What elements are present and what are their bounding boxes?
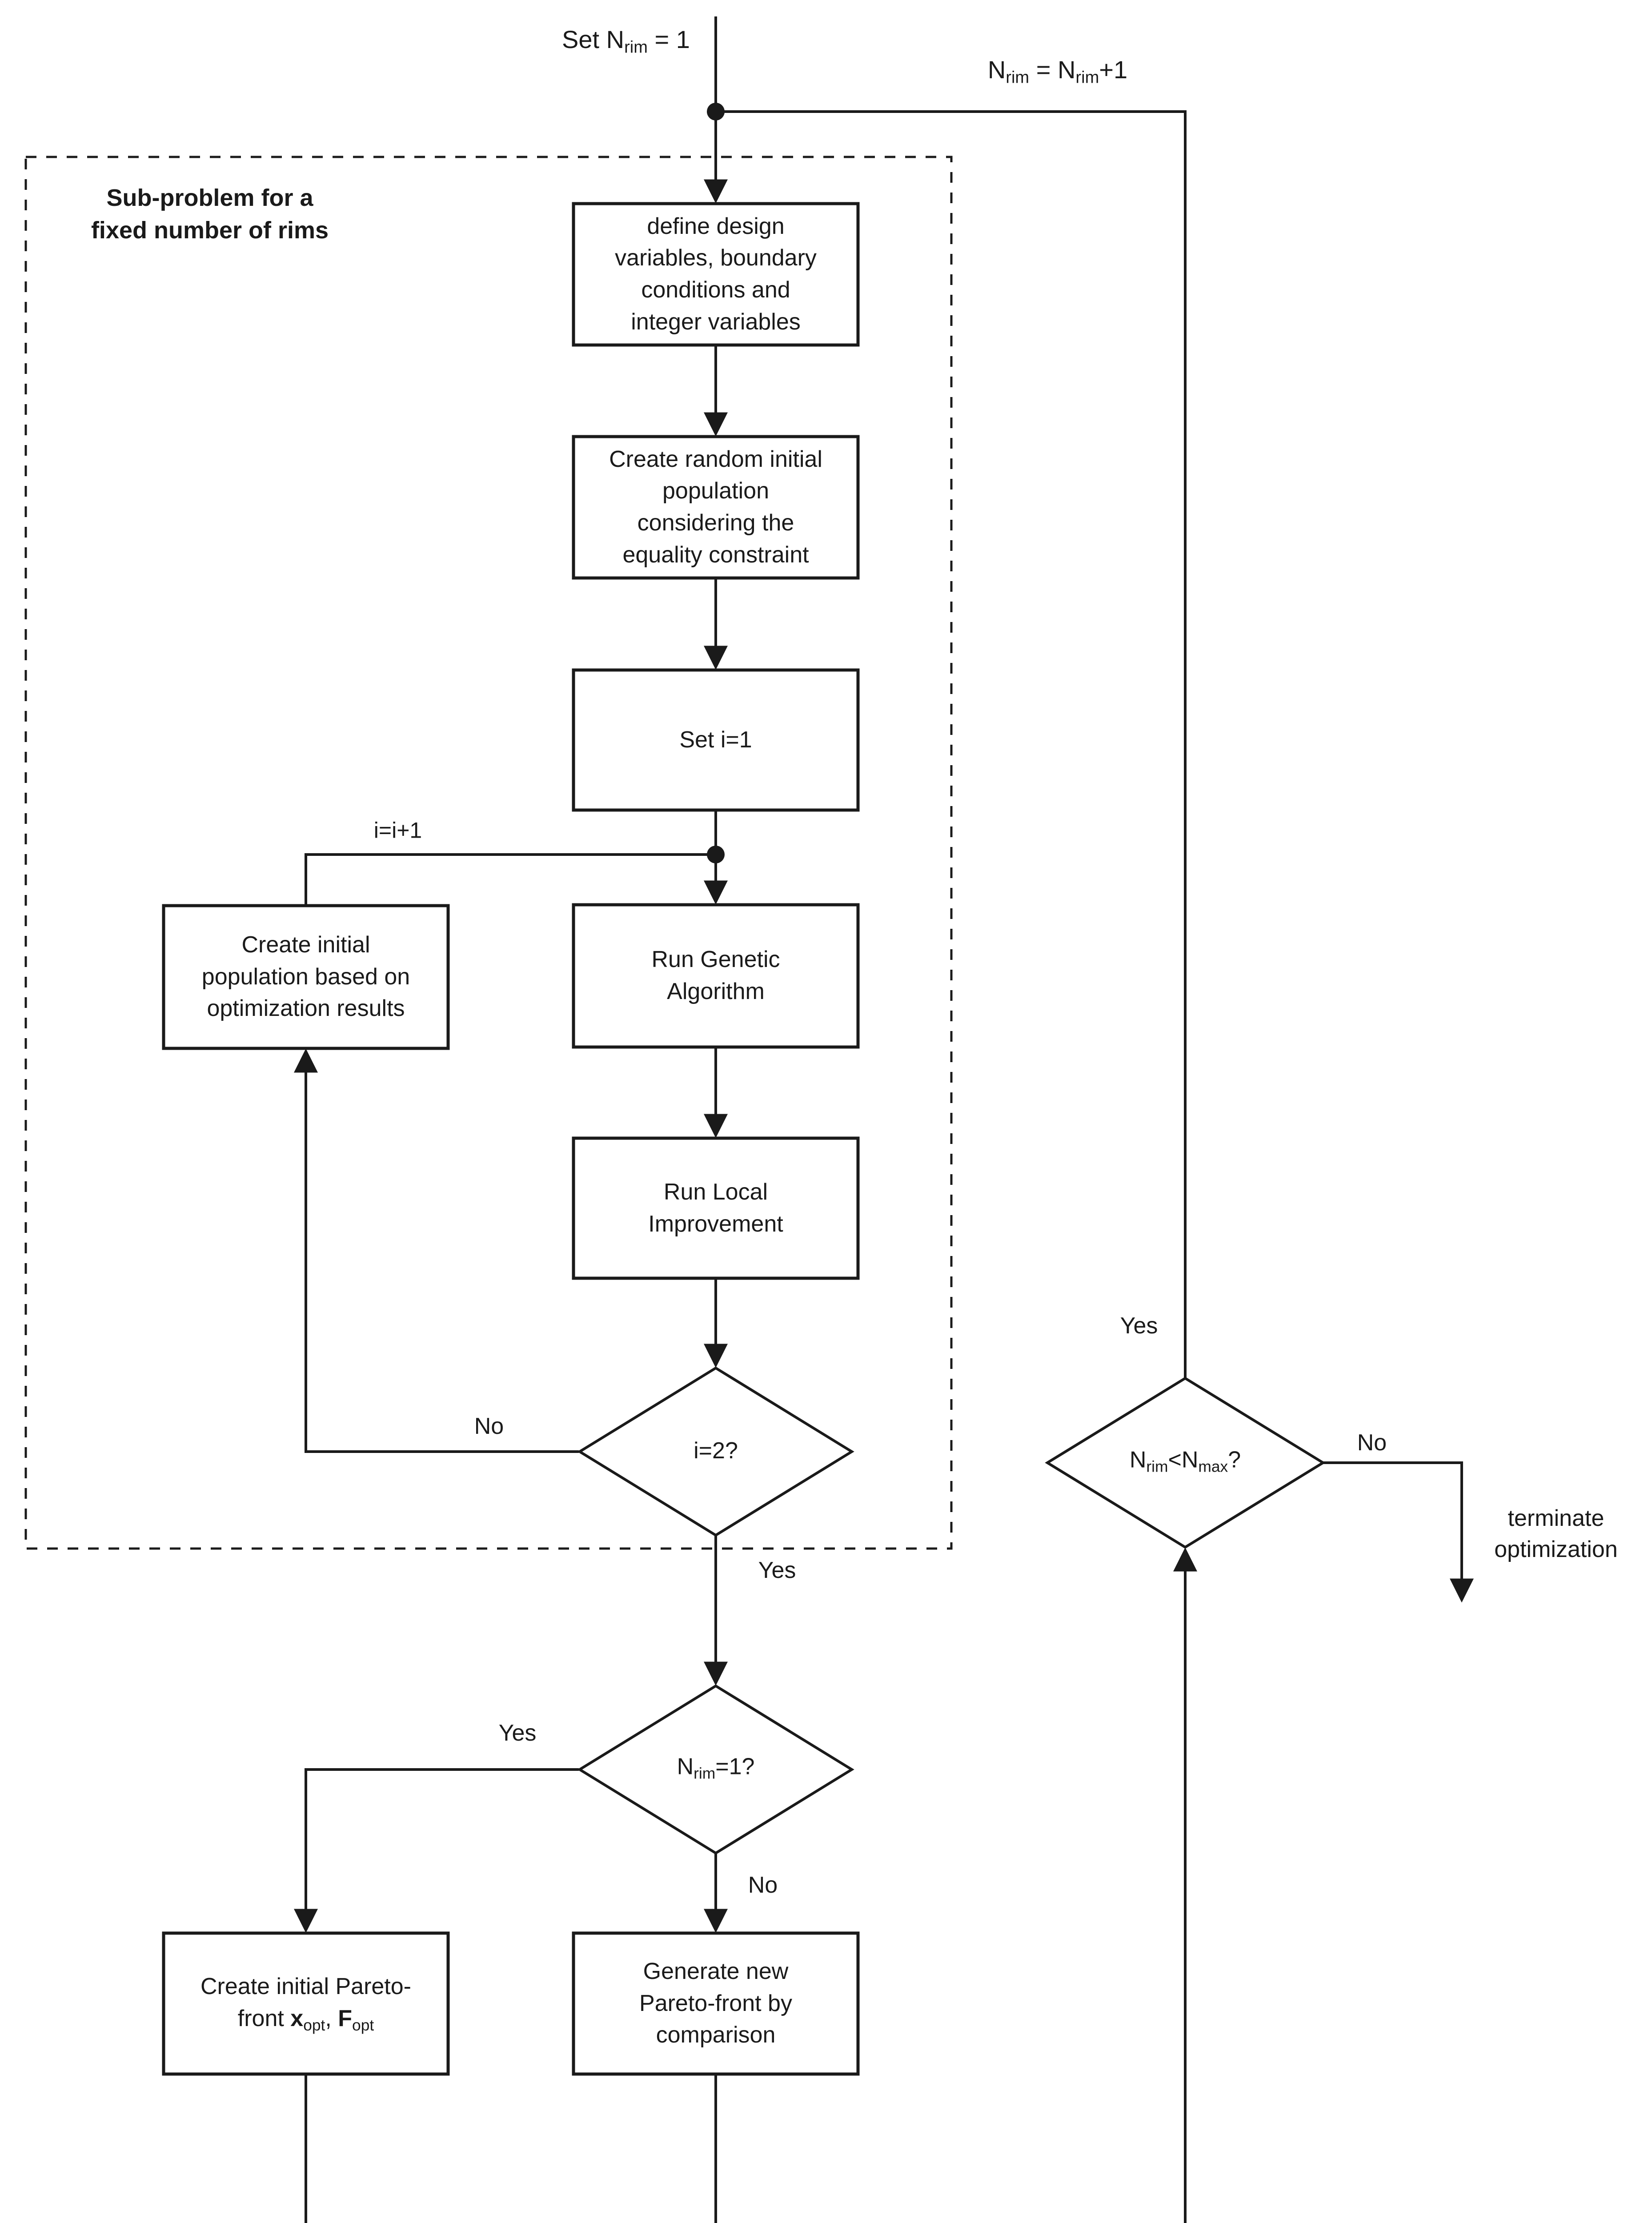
label-no-nmax: No <box>1357 1429 1387 1456</box>
label-yes-nmax: Yes <box>1120 1312 1158 1339</box>
diamond-nrim-lt-nmax-label: Nrim<Nmax? <box>1129 1447 1241 1476</box>
edge-nmax-yes-loop <box>716 110 1187 1378</box>
box-create-initial-pareto <box>162 1931 450 2076</box>
subproblem-dashed-region <box>24 156 953 1550</box>
box-create-random-population-label: Create random initial population conside… <box>609 446 822 568</box>
edge-bottom-collector <box>305 1547 1197 2223</box>
edge-iplus1-loop <box>305 853 716 906</box>
pareto-label-line1: Create initial Pareto- <box>200 1973 411 1999</box>
label-increment-nrim: Nrim = Nrim+1 <box>987 55 1128 87</box>
junction-dot-top <box>707 103 725 120</box>
diamond-nrim-eq-1-label: Nrim=1? <box>677 1754 755 1782</box>
label-terminate-optimization: terminate optimization <box>1494 1505 1618 1562</box>
label-yes-i2: Yes <box>758 1557 796 1583</box>
diamond-nrim-eq-1 <box>577 1684 854 1855</box>
box-set-i-label: Set i=1 <box>679 726 752 753</box>
box-create-initial-pareto-label: Create initial Pareto- front xopt, Fopt <box>164 1933 448 2074</box>
subproblem-region-label: Sub-problem for a fixed number of rims <box>91 185 329 244</box>
label-set-nrim: Set Nrim = 1 <box>562 25 690 57</box>
diamond-i-eq-2 <box>577 1366 854 1537</box>
box-create-random-population <box>572 435 860 580</box>
diamond-nrim-lt-nmax <box>1045 1376 1326 1549</box>
pareto-label-line2: front xopt, Fopt <box>237 2005 374 2034</box>
box-define-variables-label: define design variables, boundary condit… <box>615 213 817 335</box>
box-generate-new-pareto <box>572 1931 860 2076</box>
box-run-genetic-algorithm-label: Run Genetic Algorithm <box>651 947 780 1004</box>
box-define-variables <box>572 202 860 347</box>
box-create-initial-population-label: Create initial population based on optim… <box>201 931 410 1022</box>
label-increment-i: i=i+1 <box>373 818 422 843</box>
diamond-i-eq-2-label: i=2? <box>694 1437 738 1464</box>
box-run-local-improvement-label: Run Local Improvement <box>648 1179 783 1237</box>
box-set-i <box>572 668 860 812</box>
label-no-nrim1: No <box>748 1872 778 1898</box>
edge-nmax-no-terminate <box>1323 1461 1474 1603</box>
edge-i2-no <box>294 1048 579 1453</box>
junction-dot-i-loop <box>707 846 725 863</box>
label-yes-nrim1: Yes <box>498 1720 537 1746</box>
edge-nrim1-yes <box>294 1768 579 1933</box>
box-run-local-improvement <box>572 1136 860 1280</box>
box-run-genetic-algorithm <box>572 903 860 1049</box>
label-no-i2: No <box>474 1413 504 1439</box>
box-create-initial-population <box>162 904 450 1050</box>
box-generate-new-pareto-label: Generate new Pareto-front by comparison <box>639 1958 792 2048</box>
